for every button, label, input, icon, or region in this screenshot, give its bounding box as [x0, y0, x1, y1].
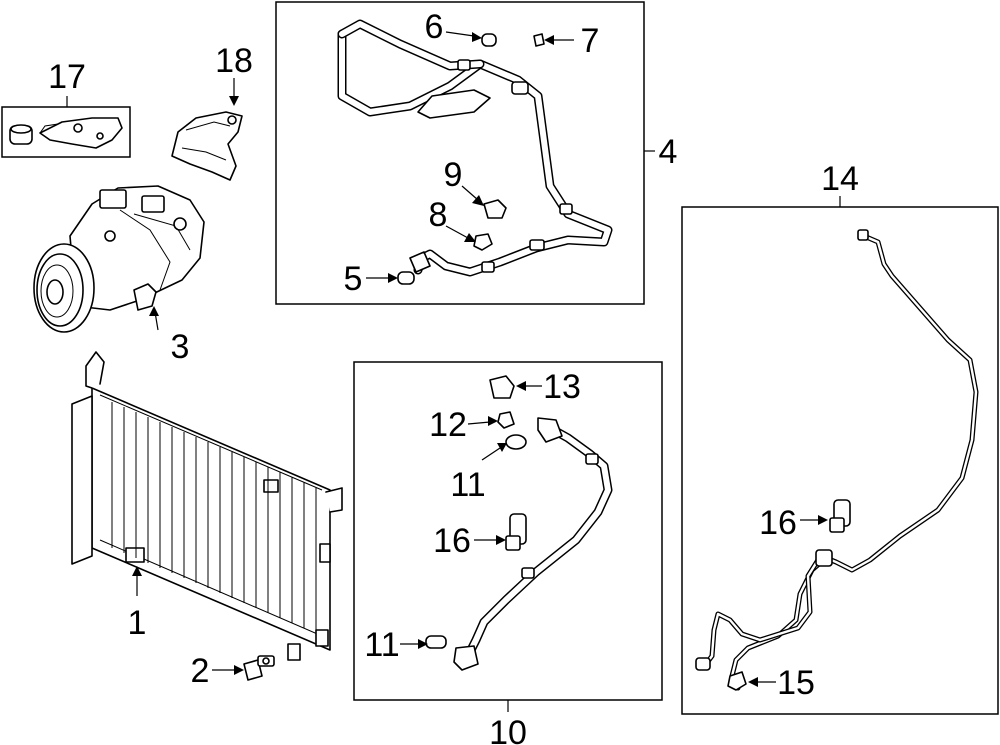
switch-part-16-group-14 — [829, 499, 851, 533]
callout-16-group-10: 16 — [433, 522, 471, 560]
switch-part-16-group-10 — [505, 513, 527, 551]
leader-8 — [445, 225, 469, 239]
bracket-bushing-part-17 — [9, 117, 123, 149]
frame-group-14 — [681, 206, 999, 715]
bolt-part-2 — [243, 655, 275, 681]
hose-assembly-part-4 — [337, 19, 613, 277]
cap-part-9 — [483, 199, 507, 219]
callout-7: 7 — [581, 22, 600, 60]
callout-9: 9 — [444, 156, 463, 194]
arrow-7 — [544, 35, 554, 45]
arrow-11-lower — [418, 639, 428, 649]
liquid-line-part-14 — [695, 229, 979, 691]
callout-12: 12 — [429, 406, 467, 444]
arrow-15 — [748, 677, 758, 687]
leader-12 — [467, 421, 491, 425]
o-ring-part-5 — [397, 271, 415, 285]
callout-4: 4 — [659, 133, 678, 171]
arrow-16-group-14 — [818, 515, 828, 525]
callout-11-lower: 11 — [364, 626, 399, 664]
compressor-part-3 — [33, 185, 205, 333]
arrow-2 — [234, 665, 244, 675]
callout-2: 2 — [191, 652, 210, 690]
arrow-9 — [472, 195, 484, 206]
arrow-16-group-10 — [496, 535, 506, 545]
callout-11-upper: 11 — [450, 466, 485, 504]
arrow-3 — [149, 306, 159, 316]
callout-10: 10 — [489, 714, 527, 745]
o-ring-part-11-lower — [425, 635, 447, 649]
callout-15: 15 — [777, 664, 815, 702]
frame-group-4 — [275, 1, 645, 305]
callout-5: 5 — [344, 260, 363, 298]
heat-shield-part-18 — [171, 111, 243, 181]
hose-assembly-part-10 — [453, 417, 613, 671]
leader-11-upper — [481, 447, 501, 461]
frame-group-17 — [1, 106, 131, 158]
clip-part-8 — [473, 233, 493, 251]
callout-6: 6 — [425, 8, 444, 46]
callout-16-group-14: 16 — [759, 504, 797, 542]
callout-1: 1 — [128, 604, 147, 642]
cap-part-13 — [489, 375, 515, 399]
condenser-part-1 — [71, 351, 343, 661]
leader-6 — [445, 31, 475, 37]
leader-9 — [461, 185, 479, 201]
o-ring-part-11-upper — [505, 434, 527, 450]
callout-13: 13 — [543, 368, 581, 406]
arrow-1 — [132, 566, 142, 576]
callout-8: 8 — [429, 196, 448, 234]
arrow-12 — [488, 416, 498, 426]
arrow-13 — [516, 381, 526, 391]
arrow-6 — [472, 32, 482, 42]
valve-core-part-7 — [533, 33, 545, 47]
callout-17: 17 — [48, 58, 86, 96]
arrow-5 — [388, 273, 398, 283]
arrow-8 — [464, 233, 476, 242]
valve-core-part-15 — [727, 671, 747, 691]
arrow-18 — [229, 96, 239, 106]
o-ring-part-6 — [481, 33, 497, 47]
callout-3: 3 — [171, 328, 190, 366]
clip-part-12 — [497, 411, 515, 429]
arrow-11-upper — [497, 443, 507, 452]
callout-14: 14 — [821, 160, 859, 198]
callout-18: 18 — [215, 42, 253, 80]
